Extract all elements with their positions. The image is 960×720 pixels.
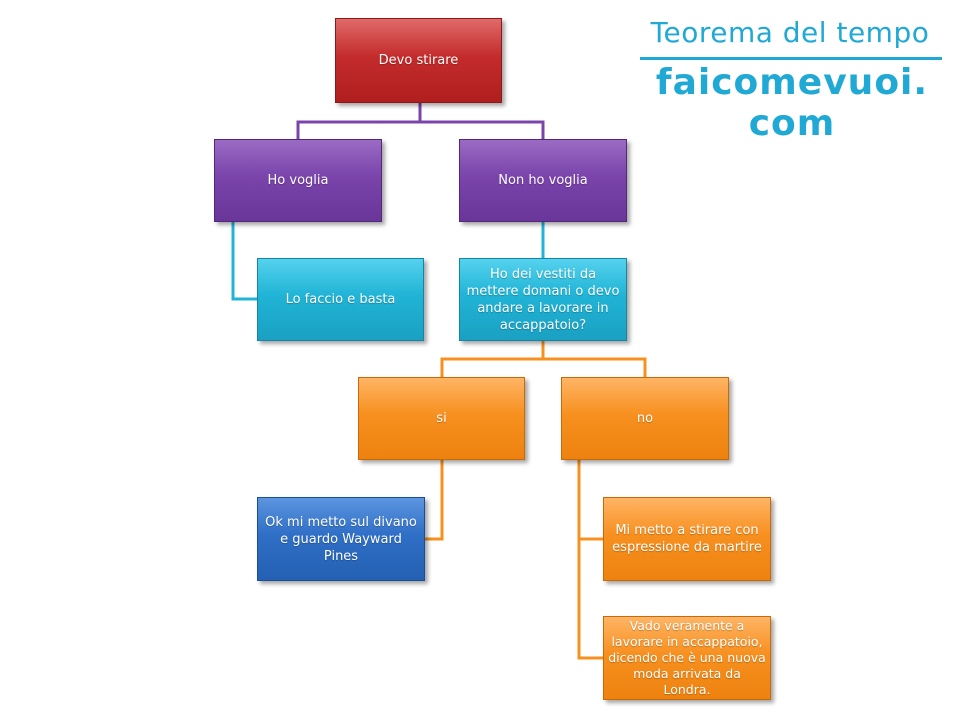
connector-question-no	[543, 357, 647, 377]
node-vado-accappatoio: Vado veramente a lavorare in accappatoio…	[603, 616, 771, 700]
node-vado-accappatoio-label: Vado veramente a lavorare in accappatoio…	[608, 618, 766, 697]
node-devo-stirare-label: Devo stirare	[378, 53, 459, 68]
node-ok-divano-label: Ok mi metto sul divano e guardo Wayward …	[265, 514, 417, 564]
node-si-label: si	[436, 411, 447, 426]
node-non-ho-voglia-label: Non ho voglia	[498, 173, 588, 188]
connector-ho-voglia-lo-faccio	[231, 222, 257, 301]
connector-root-ho-voglia	[296, 103, 422, 139]
node-vestiti-question-label: Ho dei vestiti da mettere domani o devo …	[466, 266, 620, 333]
node-lo-faccio: Lo faccio e basta	[257, 258, 424, 341]
logo-divider	[640, 57, 942, 60]
node-ho-voglia-label: Ho voglia	[267, 173, 329, 188]
connector-root-non-ho-voglia	[420, 120, 545, 139]
connector-no-accappatoio	[577, 539, 603, 660]
node-ok-divano: Ok mi metto sul divano e guardo Wayward …	[257, 497, 425, 581]
connector-question-si	[440, 341, 545, 377]
node-ho-voglia: Ho voglia	[214, 139, 382, 222]
connector-no-stirare	[577, 460, 603, 541]
node-devo-stirare: Devo stirare	[335, 18, 502, 103]
node-si: si	[358, 377, 525, 460]
node-mi-metto-stirare: Mi metto a stirare con espressione da ma…	[603, 497, 771, 581]
node-non-ho-voglia: Non ho voglia	[459, 139, 627, 222]
node-no: no	[561, 377, 729, 460]
node-lo-faccio-label: Lo faccio e basta	[285, 292, 396, 307]
logo-brand: faicomevuoi. com	[655, 62, 929, 144]
node-vestiti-question: Ho dei vestiti da mettere domani o devo …	[459, 258, 627, 341]
logo-title: Teorema del tempo	[650, 16, 930, 49]
node-no-label: no	[636, 411, 654, 426]
connector-si-divano	[425, 460, 444, 541]
node-mi-metto-stirare-label: Mi metto a stirare con espressione da ma…	[612, 523, 762, 555]
